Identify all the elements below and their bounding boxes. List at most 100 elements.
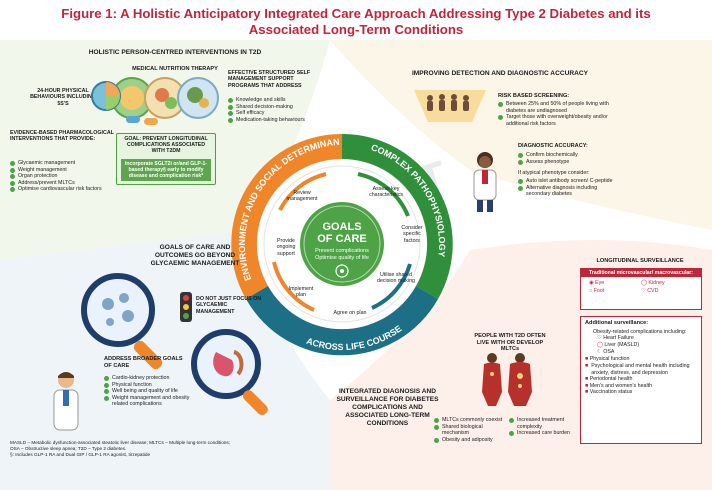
step-shared-decision: Utilise shared decision making — [377, 272, 415, 285]
mental-health-label: Psychological and mental health includin… — [591, 362, 690, 376]
checkbox-icon: ■ — [585, 362, 589, 369]
step-agree-plan: Agree on plan — [333, 310, 367, 316]
list-item: Alternative diagnosis including secondar… — [518, 185, 618, 198]
liver-label: Liver (MASLD) — [604, 341, 640, 348]
title-line-1: Figure 1: A Holistic Anticipatory Integr… — [61, 6, 651, 21]
atypical-list: Auto islet antibody screen/ C-peptide Al… — [518, 178, 618, 198]
sleep-icon: ☾ — [597, 348, 602, 355]
mental-health-item: ■Psychological and mental health includi… — [585, 363, 697, 376]
liver-item: ◯ Liver (MASLD) — [597, 342, 697, 349]
traditional-box: Traditional microvascular/ macrovascular… — [580, 268, 702, 310]
pharmacological-list: Glycaemic management Weight management O… — [10, 160, 110, 193]
address-goals-list: Cardio-kidney protection Physical functi… — [104, 375, 204, 408]
heart-failure-item: ♡ Heart Failure — [597, 335, 697, 342]
list-item: MLTCs commonly coexist — [434, 417, 509, 424]
physical-function-label: Physical function — [589, 356, 630, 363]
target-icon — [335, 264, 349, 278]
title-line-2: Associated Long-Term Conditions — [248, 22, 464, 37]
list-item: Weight management and obesity related co… — [104, 395, 204, 408]
footnote-line-2: §: Includes GLP-1 RA and Dual GIP / GLP-… — [10, 451, 151, 457]
mens-womens-health-item: ■ Men's and women's health — [585, 383, 697, 390]
cvd-label: CVD — [647, 287, 659, 294]
list-item: Organ protection — [10, 173, 110, 180]
list-item: Weight management — [10, 167, 110, 174]
goals-title-2: OF CARE — [317, 233, 367, 245]
liver-icon: ◯ — [597, 341, 603, 348]
list-item: Shared biological mechanism — [434, 424, 509, 437]
checkbox-icon: ■ — [585, 376, 589, 383]
risk-screening-heading: RISK BASED SCREENING: — [498, 93, 570, 99]
goal-item-prevent: Prevent complications — [315, 248, 369, 254]
list-item: Assess phenotype — [518, 159, 618, 166]
list-item: Confirm biochemically — [518, 152, 618, 159]
eye-label: Eye — [595, 280, 605, 287]
not-just-glycaemic: DO NOT JUST FOCUS ON GLYCAEMIC MANAGEMEN… — [196, 296, 262, 315]
magnifier-organs-illustration — [191, 329, 268, 416]
people-mltc-heading: PEOPLE WITH T2D OFTEN LIVE WITH OR DEVEL… — [474, 333, 546, 353]
list-item: Target those with overweight/obesity and… — [498, 114, 618, 127]
detection-heading: IMPROVING DETECTION AND DIAGNOSTIC ACCUR… — [411, 70, 589, 77]
medical-nutrition-label: MEDICAL NUTRITION THERAPY — [132, 66, 218, 72]
list-item: Glycaemic management — [10, 160, 110, 167]
pills-icon — [126, 116, 158, 125]
traditional-heading: Traditional microvascular/ macrovascular… — [581, 269, 701, 278]
footnote: MASLD – Metabolic dysfunction-associated… — [10, 440, 240, 457]
checkbox-icon: ■ — [585, 382, 589, 389]
self-management-list: Knowledge and skills Shared decision-mak… — [228, 97, 323, 123]
incorporate-text: Incorporate SGLT2i or/and GLP-1-based th… — [121, 158, 211, 181]
list-item: Self efficacy — [228, 110, 323, 117]
diagnostic-accuracy-list: Confirm biochemically Assess phenotype — [518, 152, 618, 165]
goal-item-quality: Optimise quality of life — [315, 255, 369, 261]
heart-icon: ♡ — [641, 287, 646, 294]
list-item: Shared decision-making — [228, 104, 323, 111]
list-item: Well being and quality of life — [104, 388, 204, 395]
goal-prevent-label: GOAL: PREVENT LONGITUDINAL COMPLICATIONS… — [124, 136, 208, 155]
mens-womens-health-label: Men's and women's health — [589, 382, 653, 389]
foot-label: Foot — [593, 287, 605, 294]
list-item: Increased care burden — [509, 430, 581, 437]
traffic-light-icon — [180, 292, 192, 322]
address-goals-heading: ADDRESS BROADER GOALS OF CARE — [104, 356, 183, 369]
foot-icon: ○ — [589, 287, 593, 294]
kidney-item: ◯ Kidney — [641, 280, 693, 287]
periodontal-item: ■ Periodontal health — [585, 376, 697, 383]
foot-item: ○ Foot — [589, 288, 641, 295]
osa-label: OSA — [603, 348, 615, 355]
list-item: Auto islet antibody screen/ C-peptide — [518, 178, 618, 185]
holistic-heading: HOLISTIC PERSON-CENTRED INTERVENTIONS IN… — [88, 49, 262, 56]
vaccination-item: ■ Vaccination status — [585, 389, 697, 396]
figure-title: Figure 1: A Holistic Anticipatory Integr… — [0, 6, 712, 38]
checkbox-icon: ■ — [585, 356, 589, 363]
body-silhouettes-illustration — [482, 353, 532, 406]
additional-box: Additional surveillance: Obesity-related… — [580, 316, 702, 444]
list-item: Address/prevent MLTCs — [10, 180, 110, 187]
step-review-management: Review management — [286, 190, 318, 203]
footnote-line-1: MASLD – Metabolic dysfunction-associated… — [10, 440, 231, 451]
pharmacological-heading: EVIDENCE-BASED PHARMACOLOGICAL INTERVENT… — [10, 130, 114, 143]
magnifier-cells-illustration — [81, 273, 163, 370]
kidney-icon: ◯ — [641, 280, 647, 287]
additional-heading: Additional surveillance: — [585, 320, 649, 326]
surveillance-heading: LONGITUDINAL SURVEILLANCE — [596, 258, 684, 264]
integrated-diagnosis-heading: INTEGRATED DIAGNOSIS AND SURVEILLANCE FO… — [336, 388, 439, 427]
list-item: Between 25% and 50% of people living wit… — [498, 101, 618, 114]
heart-failure-label: Heart Failure — [603, 335, 634, 341]
vaccination-label: Vaccination status — [589, 389, 633, 396]
osa-item: ☾ OSA — [597, 349, 697, 356]
physical-function-item: ■ Physical function — [585, 356, 697, 363]
cvd-item: ♡ CVD — [641, 288, 693, 295]
step-ongoing-support: Provide ongoing support — [276, 238, 296, 257]
eye-icon: ◉ — [589, 280, 594, 287]
goal-prevent-box: GOAL: PREVENT LONGITUDINAL COMPLICATIONS… — [116, 133, 216, 185]
goals-title-1: GOALS — [322, 221, 361, 233]
step-consider-factors: Consider specific factors — [401, 225, 423, 244]
list-item: Medication-taking behaviours — [228, 117, 323, 124]
nutrition-plates-illustration — [111, 77, 219, 119]
diagnostic-accuracy-heading: DIAGNOSTIC ACCURACY: — [518, 143, 588, 149]
risk-screening-list: Between 25% and 50% of people living wit… — [498, 101, 618, 127]
mltc-list-right: Increased treatment complexity Increased… — [509, 417, 581, 437]
care-cycle-wheel: ENVIRONMENT AND SOCIAL DETERMINANTS COMP… — [222, 124, 453, 356]
step-assess-characteristics: Assess key characteristics — [369, 186, 403, 199]
eye-item: ◉ Eye — [589, 280, 641, 287]
doctor-male-illustration — [53, 372, 79, 431]
